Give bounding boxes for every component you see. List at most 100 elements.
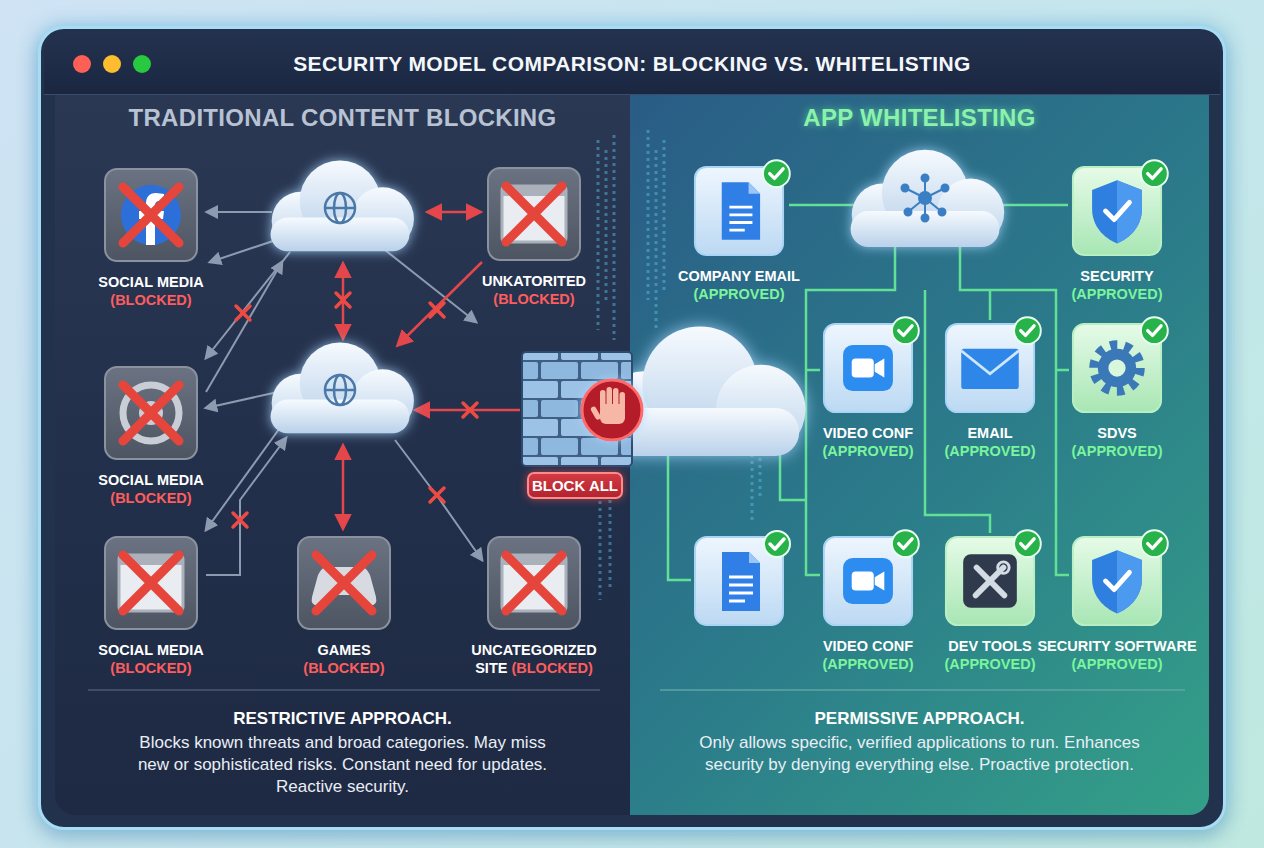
graphic-part bbox=[892, 317, 919, 344]
blocked-app-icon: GAMES (BLOCKED) bbox=[296, 535, 392, 631]
icon-label: SOCIAL MEDIA (BLOCKED) bbox=[76, 273, 226, 309]
blocked-app-icon: SOCIAL MEDIA (BLOCKED) bbox=[103, 365, 199, 461]
status-tag: (APPROVED) bbox=[659, 285, 819, 303]
approved-app-icon: EMAIL (APPROVED) bbox=[944, 322, 1036, 414]
graphic-part bbox=[123, 385, 179, 441]
graphic-part bbox=[121, 185, 181, 245]
icon-label: DEV TOOLS (APPROVED) bbox=[930, 637, 1050, 673]
blocked-app-icon: UNCATEGORIZED SITE (BLOCKED) bbox=[486, 535, 582, 631]
approach-description: Only allows specific, verified applicati… bbox=[695, 732, 1145, 776]
graphic-part bbox=[506, 186, 562, 242]
icon-label: SECURITY SOFTWARE (APPROVED) bbox=[1017, 637, 1217, 673]
graphic-part bbox=[1095, 346, 1139, 390]
status-tag: (APPROVED) bbox=[1017, 655, 1217, 673]
app-name: GAMES bbox=[274, 641, 414, 659]
status-tag: (BLOCKED) bbox=[274, 659, 414, 677]
graphic-part bbox=[316, 555, 372, 611]
graphic-part bbox=[944, 535, 1036, 627]
app-name: UNKATORITED bbox=[454, 272, 614, 290]
graphic-part bbox=[119, 555, 183, 611]
status-tag: (BLOCKED) bbox=[511, 660, 592, 676]
icon-label: EMAIL (APPROVED) bbox=[930, 424, 1050, 460]
approach-description: Blocks known threats and broad categorie… bbox=[138, 732, 548, 798]
graphic-part bbox=[1092, 180, 1142, 243]
graphic-part bbox=[1014, 530, 1041, 557]
approved-app-icon: VIDEO CONF (APPROVED) bbox=[822, 322, 914, 414]
approved-app-icon: DEV TOOLS (APPROVED) bbox=[944, 535, 1036, 627]
graphic-part bbox=[105, 169, 197, 261]
graphic-part bbox=[103, 167, 199, 263]
app-name: DEV TOOLS bbox=[930, 637, 1050, 655]
app-name: SOCIAL MEDIA bbox=[76, 641, 226, 659]
app-name: SECURITY SOFTWARE bbox=[1017, 637, 1217, 655]
graphic-part bbox=[963, 554, 1017, 608]
status-tag: (BLOCKED) bbox=[454, 290, 614, 308]
approach-heading: PERMISSIVE APPROACH. bbox=[630, 709, 1209, 729]
graphic-part bbox=[486, 535, 582, 631]
app-name: SDVS bbox=[1057, 424, 1177, 442]
graphic-part bbox=[1148, 539, 1161, 549]
graphic-part bbox=[961, 351, 1019, 374]
graphic-part bbox=[1148, 169, 1161, 179]
graphic-part bbox=[998, 562, 1010, 574]
graphic-part bbox=[488, 168, 580, 260]
panel-heading: TRADITIONAL CONTENT BLOCKING bbox=[55, 104, 630, 132]
graphic-part bbox=[1014, 317, 1041, 344]
graphic-part bbox=[693, 165, 785, 257]
approved-app-icon: COMPANY EMAIL (APPROVED) bbox=[693, 165, 785, 257]
graphic-part bbox=[770, 169, 783, 179]
graphic-part bbox=[1141, 317, 1168, 344]
graphic-part bbox=[123, 187, 179, 243]
graphic-part bbox=[1092, 550, 1142, 613]
app-name: SOCIAL MEDIA bbox=[76, 273, 226, 291]
graphic-part bbox=[852, 358, 874, 377]
graphic-part bbox=[763, 160, 790, 187]
app-name: EMAIL bbox=[930, 424, 1050, 442]
graphic-part bbox=[722, 182, 760, 240]
graphic-part bbox=[506, 555, 562, 611]
icon-label: SOCIAL MEDIA (BLOCKED) bbox=[76, 641, 226, 677]
approved-app-icon: SECURITY (APPROVED) bbox=[1071, 165, 1163, 257]
graphic-part bbox=[123, 555, 179, 611]
block-all-badge: BLOCK ALL bbox=[527, 472, 623, 499]
graphic-part bbox=[133, 55, 151, 73]
app-name: VIDEO CONF bbox=[803, 637, 933, 655]
blocking-panel: TRADITIONAL CONTENT BLOCKING RESTRICTIVE … bbox=[55, 95, 630, 815]
graphic-part bbox=[1106, 572, 1130, 589]
graphic-part bbox=[1021, 539, 1034, 549]
approved-app-icon: SECURITY SOFTWARE (APPROVED) bbox=[1071, 535, 1163, 627]
panel-heading: APP WHITELISTING bbox=[630, 104, 1209, 132]
blocked-app-icon: UNKATORITED (BLOCKED) bbox=[486, 166, 582, 262]
graphic-part bbox=[1141, 530, 1168, 557]
status-tag: (BLOCKED) bbox=[76, 291, 226, 309]
graphic-part bbox=[123, 385, 179, 441]
graphic-part bbox=[852, 571, 874, 590]
icon-label: SOCIAL MEDIA (BLOCKED) bbox=[76, 471, 226, 507]
blocked-app-icon: SOCIAL MEDIA (BLOCKED) bbox=[103, 535, 199, 631]
graphic-part bbox=[296, 535, 392, 631]
graphic-part bbox=[105, 537, 197, 629]
icon-label: SECURITY (APPROVED) bbox=[1047, 267, 1187, 303]
graphic-part bbox=[822, 535, 914, 627]
graphic-part bbox=[961, 349, 1019, 389]
graphic-part bbox=[875, 358, 885, 377]
graphic-part bbox=[944, 322, 1036, 414]
graphic-part bbox=[298, 537, 390, 629]
graphic-part bbox=[502, 186, 566, 242]
icon-label: SDVS (APPROVED) bbox=[1057, 424, 1177, 460]
graphic-part bbox=[502, 555, 566, 611]
graphic-part bbox=[1071, 165, 1163, 257]
icon-label: UNKATORITED (BLOCKED) bbox=[454, 272, 614, 308]
approved-app-icon: VIDEO CONF (APPROVED) bbox=[822, 535, 914, 627]
graphic-part bbox=[729, 207, 752, 230]
graphic-part bbox=[875, 571, 885, 590]
approach-heading: RESTRICTIVE APPROACH. bbox=[55, 709, 630, 729]
app-name: COMPANY EMAIL bbox=[659, 267, 819, 285]
graphic-part bbox=[1071, 535, 1163, 627]
graphic-part bbox=[843, 558, 893, 604]
graphic-part bbox=[843, 345, 893, 391]
whitelisting-panel: APP WHITELISTING PERMISSIVE APPROACH. Only… bbox=[630, 95, 1209, 815]
graphic-part bbox=[105, 367, 197, 459]
status-tag: (BLOCKED) bbox=[76, 659, 226, 677]
